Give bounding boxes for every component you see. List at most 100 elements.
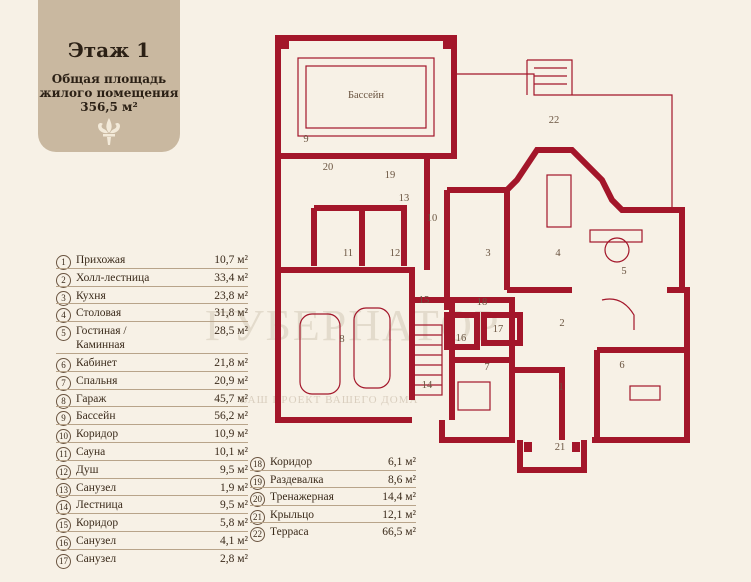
room-number-badge: 14 xyxy=(56,500,71,516)
fleur-de-lis-icon xyxy=(98,118,120,145)
room-number-badge: 13 xyxy=(56,482,71,498)
svg-text:22: 22 xyxy=(549,115,560,126)
legend-separator xyxy=(56,531,248,532)
room-number-badge: 7 xyxy=(56,375,71,391)
room-number-badge: 8 xyxy=(56,393,71,409)
svg-text:15: 15 xyxy=(419,295,430,306)
room-area: 12,1 м² xyxy=(382,508,416,521)
room-name: Холл-лестница xyxy=(76,271,150,284)
room-name: Столовая xyxy=(76,307,122,320)
floor-area-line1: Общая площадь xyxy=(51,72,167,86)
svg-text:10: 10 xyxy=(427,213,438,224)
room-number-badge: 18 xyxy=(250,457,265,472)
legend-separator xyxy=(56,406,248,408)
legend-separator xyxy=(56,442,248,443)
legend-separator xyxy=(56,285,248,287)
room-area: 5,8 м² xyxy=(220,517,248,530)
room-number-badge: 2 xyxy=(56,272,71,288)
legend-row: 18 Коридор 6,1 м² xyxy=(250,456,416,472)
room-name-line2: Каминная xyxy=(76,339,125,352)
room-number-badge: 1 xyxy=(56,255,71,270)
svg-text:9: 9 xyxy=(303,134,308,145)
room-number-badge: 16 xyxy=(56,536,71,551)
room-area: 45,7 м² xyxy=(214,392,248,405)
room-area: 20,9 м² xyxy=(214,374,248,387)
room-name: Коридор xyxy=(270,456,313,468)
floor-plaque: Этаж 1 Общая площадь жилого помещения 35… xyxy=(38,0,180,152)
legend-separator xyxy=(56,477,248,479)
svg-text:14: 14 xyxy=(422,380,433,391)
room-name: Гостиная / xyxy=(76,325,127,338)
room-area: 10,9 м² xyxy=(214,428,248,441)
svg-text:5: 5 xyxy=(621,266,626,277)
legend-row: 2 Холл-лестница 33,4 м² xyxy=(56,272,248,288)
room-name: Кухня xyxy=(76,289,106,302)
room-area: 23,8 м² xyxy=(214,289,248,302)
legend-separator xyxy=(56,303,248,305)
room-number-badge: 10 xyxy=(56,429,71,445)
room-number-badge: 15 xyxy=(56,518,71,534)
floor-area-line2: жилого помещения xyxy=(39,86,179,100)
room-area: 31,8 м² xyxy=(214,307,248,320)
svg-text:2: 2 xyxy=(559,318,564,329)
legend-separator xyxy=(250,469,416,471)
room-area: 66,5 м² xyxy=(382,526,416,538)
svg-text:6: 6 xyxy=(619,360,624,371)
room-number-badge: 12 xyxy=(56,464,71,480)
legend-separator xyxy=(56,370,248,372)
room-number-badge: 20 xyxy=(250,492,265,507)
room-area: 56,2 м² xyxy=(214,410,248,423)
floor-plan: Бассейн 9 20 19 13 10 11 12 3 4 5 15 18 … xyxy=(275,35,690,473)
room-name: Терраса xyxy=(270,526,309,538)
room-name: Спальня xyxy=(76,374,118,387)
room-area: 4,1 м² xyxy=(220,535,248,547)
legend-separator xyxy=(56,267,248,269)
room-area: 21,8 м² xyxy=(214,357,248,369)
room-name: Коридор xyxy=(76,517,119,530)
room-area: 10,7 м² xyxy=(214,254,248,266)
svg-text:11: 11 xyxy=(343,248,353,259)
floor-area-caption: Общая площадь жилого помещения 356,5 м² xyxy=(38,72,180,114)
room-area: 9,5 м² xyxy=(220,499,248,512)
room-number-badge: 9 xyxy=(56,411,71,427)
legend-separator xyxy=(56,388,248,390)
room-number-badge: 3 xyxy=(56,290,71,306)
svg-text:17: 17 xyxy=(493,324,504,335)
room-name: Тренажерная xyxy=(270,491,334,503)
room-area: 10,1 м² xyxy=(214,446,248,458)
svg-text:18: 18 xyxy=(477,297,488,308)
svg-text:7: 7 xyxy=(484,362,489,373)
room-area: 33,4 м² xyxy=(214,271,248,284)
room-area: 2,8 м² xyxy=(220,552,248,565)
room-name: Сауна xyxy=(76,446,106,458)
room-area: 6,1 м² xyxy=(388,456,416,468)
room-number-badge: 19 xyxy=(250,474,265,490)
room-name: Санузел xyxy=(76,552,117,565)
svg-text:12: 12 xyxy=(390,248,401,259)
room-name: Санузел xyxy=(76,481,117,494)
room-name: Крыльцо xyxy=(270,508,315,521)
svg-text:21: 21 xyxy=(555,442,566,453)
plan-label-pool: Бассейн xyxy=(348,90,384,101)
room-name: Лестница xyxy=(76,499,123,512)
svg-text:13: 13 xyxy=(399,193,410,204)
floor-area-line3: 356,5 м² xyxy=(80,100,138,114)
room-area: 9,5 м² xyxy=(220,463,248,476)
legend-separator xyxy=(56,495,248,497)
legend-separator xyxy=(250,504,416,506)
room-number-badge: 17 xyxy=(56,553,71,569)
legend-row: 14 Лестница 9,5 м² xyxy=(56,499,248,516)
legend-separator xyxy=(250,522,416,523)
